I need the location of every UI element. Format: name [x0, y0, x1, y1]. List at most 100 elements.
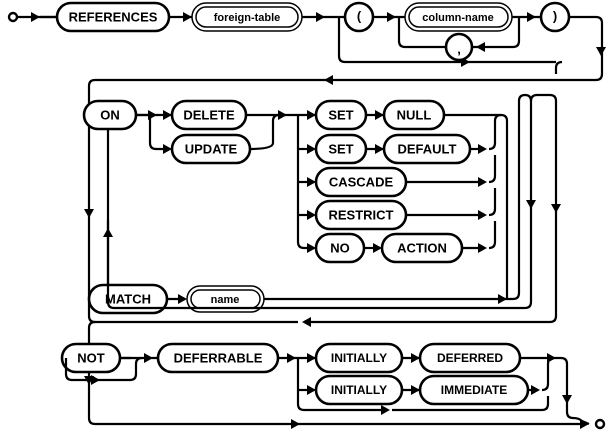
arrow-to-set2	[307, 144, 316, 154]
arrow-to-restrict	[307, 210, 316, 220]
arrow-not-out	[144, 353, 153, 363]
rail-comma-loop-right	[472, 17, 521, 49]
arrow-immediate-merge	[531, 385, 540, 395]
arrow-repeat-up	[103, 228, 113, 237]
node-column-name: column-name	[404, 2, 513, 32]
arrow-sec3-bypass	[291, 419, 300, 429]
arrow-to-set1	[307, 110, 316, 120]
rail-comma-loop-left	[397, 17, 446, 49]
node-not: NOT	[60, 342, 122, 374]
arrow-set2-default	[375, 144, 384, 154]
node-match-label: MATCH	[105, 291, 151, 306]
arrow-restrict-merge	[478, 210, 487, 220]
node-rparen: )	[539, 1, 571, 33]
node-rparen-label: )	[553, 8, 557, 23]
rail-alt-to-match	[106, 115, 140, 301]
node-initially-2: INITIALLY	[314, 374, 404, 406]
arrow-down-right-1	[596, 47, 606, 56]
arrow-init2-imm	[411, 385, 420, 395]
rail-bypass-join	[554, 60, 563, 74]
node-immediate: IMMEDIATE	[418, 374, 530, 406]
node-name: name	[186, 285, 265, 313]
node-no-label: NO	[330, 240, 350, 255]
node-column-name-label: column-name	[422, 12, 494, 24]
node-immediate-label: IMMEDIATE	[441, 383, 507, 397]
rail-default-join	[488, 113, 502, 151]
node-deferrable: DEFERRABLE	[156, 342, 280, 374]
node-set2-label: SET	[328, 141, 353, 156]
node-on: ON	[82, 99, 138, 131]
arrow-to-initially1	[307, 353, 316, 363]
arrow-final	[580, 419, 589, 429]
arrow-no-action	[373, 243, 382, 253]
node-deferred-label: DEFERRED	[437, 351, 503, 365]
node-comma-label: ,	[457, 41, 461, 56]
rail-right-merge-a	[505, 250, 513, 301]
arrow-ref-to-ft	[183, 12, 192, 22]
node-restrict-label: RESTRICT	[329, 207, 394, 222]
node-lparen-label: (	[357, 8, 362, 23]
rail-action-join	[488, 221, 497, 250]
arrow-not-bypass	[91, 375, 100, 385]
node-action-label: ACTION	[397, 240, 447, 255]
node-lparen: (	[343, 1, 375, 33]
arrow-on-out-2	[163, 110, 172, 120]
node-foreign-table-label: foreign-table	[214, 12, 281, 24]
arrow-to-initially2	[307, 385, 316, 395]
arrow-match-name	[178, 294, 187, 304]
rail-sec2-out	[304, 93, 558, 324]
rail-action-fan	[296, 115, 312, 250]
arrow-to-update	[163, 144, 172, 154]
node-initially-1: INITIALLY	[314, 342, 404, 374]
arrow-name-merge	[498, 294, 507, 304]
rail-sec3-inner-bypass	[296, 358, 386, 412]
rail-to-update	[148, 115, 168, 151]
node-default-label: DEFAULT	[398, 141, 457, 156]
node-references-label: REFERENCES	[69, 9, 158, 24]
node-name-label: name	[211, 294, 240, 306]
node-deferred: DEFERRED	[418, 342, 522, 374]
node-null: NULL	[382, 99, 446, 131]
node-action: ACTION	[380, 232, 464, 264]
node-initially2-label: INITIALLY	[331, 383, 387, 397]
rail-cascade-join	[488, 155, 497, 184]
arrow-set1-null	[375, 110, 384, 120]
rail-imm-join	[541, 356, 555, 392]
rail-repeat-return	[106, 218, 533, 310]
rail-null-merge	[444, 113, 509, 250]
node-initially1-label: INITIALLY	[331, 351, 387, 365]
arrow-sec2-to-sec3	[302, 317, 311, 327]
node-not-label: NOT	[77, 350, 105, 365]
rail-not-bypass	[64, 356, 143, 382]
node-on-label: ON	[100, 107, 120, 122]
entry-marker	[7, 11, 19, 23]
rail-update-merge	[249, 113, 280, 151]
arrow-lparen-out	[387, 12, 396, 22]
arrow-init1-def	[411, 353, 420, 363]
rail-sec1-to-sec2	[87, 15, 604, 110]
rail-inner-bypass-join	[392, 396, 550, 412]
arrow-action-out	[478, 243, 487, 253]
node-set-null-set: SET	[314, 99, 368, 131]
rail-sec3-enter	[87, 320, 96, 355]
node-update-label: UPDATE	[185, 141, 238, 156]
arrow-sec1-to-sec2	[324, 75, 333, 85]
rail-sec3-right-tail	[560, 356, 574, 420]
node-comma: ,	[444, 32, 474, 62]
exit-marker	[594, 418, 606, 430]
arrow-right-rail-2-down	[526, 200, 536, 209]
node-delete: DELETE	[170, 99, 248, 131]
arrow-to-no	[307, 243, 316, 253]
rail-right-rail-1	[512, 93, 526, 301]
arrow-entry	[31, 12, 40, 22]
node-cascade: CASCADE	[314, 166, 408, 198]
arrow-sec3-inner-bypass	[381, 405, 390, 415]
node-foreign-table: foreign-table	[191, 2, 303, 32]
arrow-deferrable-out	[287, 353, 296, 363]
arrow-to-cascade	[307, 177, 316, 187]
node-default: DEFAULT	[382, 133, 472, 165]
node-references: REFERENCES	[55, 1, 171, 33]
arrow-cascade-merge	[478, 177, 487, 187]
